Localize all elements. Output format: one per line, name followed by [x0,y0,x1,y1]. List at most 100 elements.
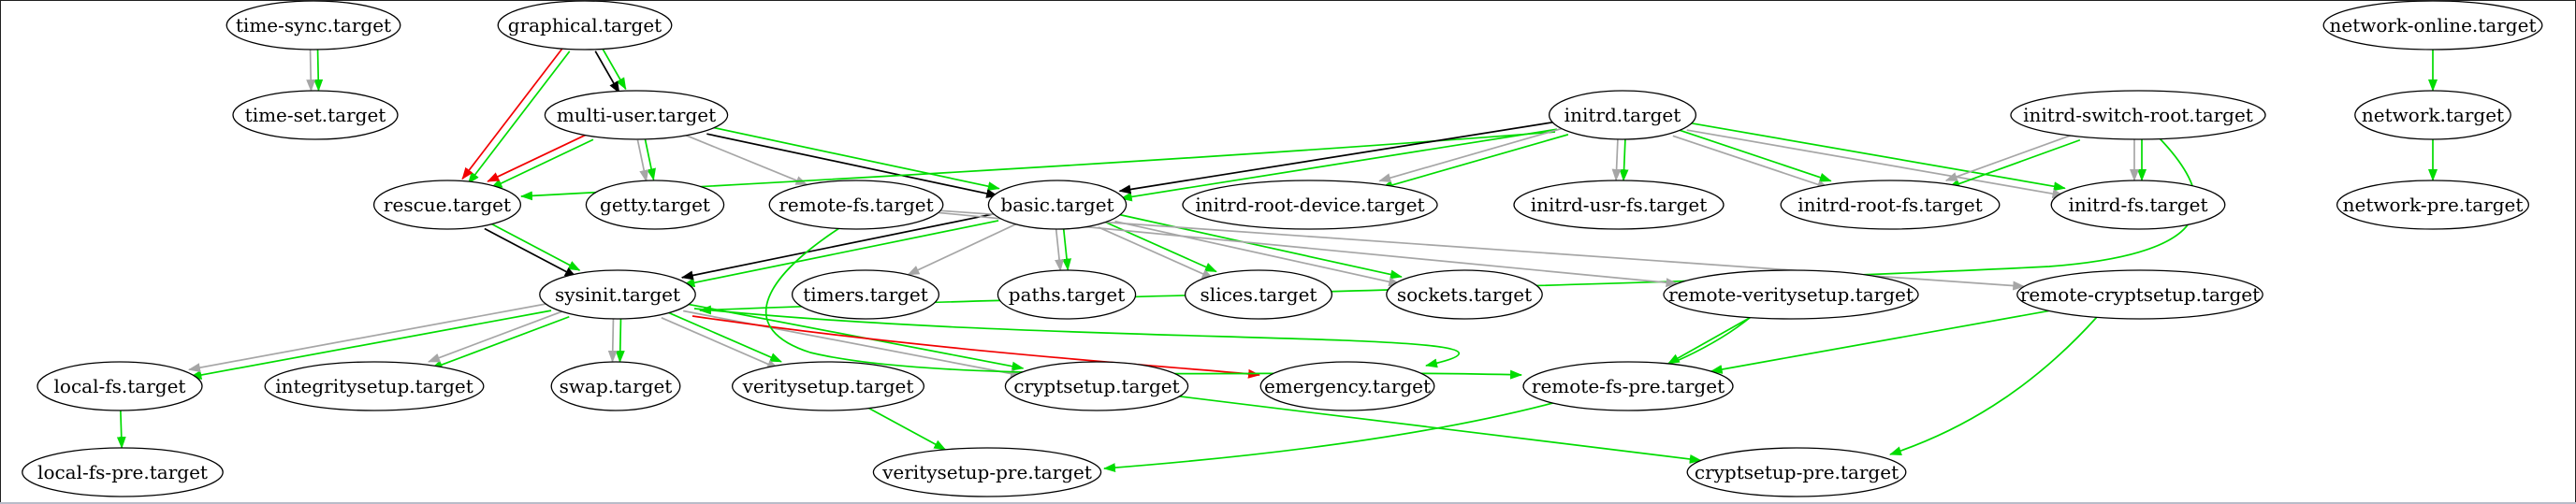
edge-graphical-rescue [467,50,571,185]
edge-basic-slices [1100,219,1217,273]
node-sockets: sockets.target [1386,269,1543,320]
edge-initrd-initrd-fs [1686,129,2065,199]
node-basic: basic.target [987,180,1128,230]
edge-multi-user-remote-fs [685,134,808,186]
node-label: network.target [2362,104,2504,126]
edge-basic-paths [1062,228,1072,271]
node-initrd-switch-root: initrd-switch-root.target [2010,90,2266,140]
node-ellipse [2050,180,2226,230]
node-ellipse [1663,269,1919,320]
node-label: initrd-root-device.target [1195,194,1424,216]
edge-sysinit-veritysetup [661,317,779,369]
node-ellipse [1182,180,1438,230]
node-rescue: rescue.target [372,180,522,230]
node-local-fs: local-fs.target [36,361,203,411]
node-initrd-root-fs: initrd-root-fs.target [1780,180,2001,230]
edge-sysinit-swap [615,319,625,364]
node-label: veritysetup-pre.target [881,461,1092,483]
node-ellipse [1004,361,1189,411]
node-label: initrd-root-fs.target [1797,194,1983,216]
node-ellipse [1386,269,1543,320]
edge-multi-user-getty [636,139,649,182]
node-label: graphical.target [508,14,662,36]
node-initrd-fs: initrd-fs.target [2050,180,2226,230]
node-label: veritysetup.target [742,375,914,397]
node-ellipse [2010,90,2266,140]
edge-initrd-initrd-root-device [1380,134,1569,190]
node-label: multi-user.target [557,104,716,126]
node-network-online: network-online.target [2322,0,2543,50]
edge-initrd-initrd-usr-fs [1611,138,1622,181]
node-ellipse [550,361,681,411]
node-slices: slices.target [1184,269,1333,320]
edge-time-sync-time-set [306,50,316,93]
edge-initrd-basic [1118,121,1556,194]
node-label: time-sync.target [236,14,391,36]
edge-local-fs-local-fs-pre [116,410,126,450]
edge-basic-sockets [1116,213,1403,280]
edge-veritysetup-veritysetup-pre [868,407,947,451]
edge-basic-timers [907,223,1017,276]
edge-sysinit-integritysetup [428,309,567,363]
edge-basic-paths [1055,229,1065,272]
node-label: cryptsetup.target [1013,375,1179,397]
node-ellipse [372,180,522,230]
edge-initrd-initrd-root-fs [1675,127,1832,182]
node-label: initrd-usr-fs.target [1531,194,1708,216]
node-label: network-pre.target [2343,194,2524,216]
edge-initrd-basic [1119,128,1558,202]
node-label: timers.target [803,283,928,306]
edge-remote-veritysetup-veritysetup-pre [1103,316,1752,473]
node-veritysetup-pre: veritysetup-pre.target [872,447,1102,497]
node-label: local-fs-pre.target [37,461,208,483]
node-label: local-fs.target [54,375,186,397]
node-ellipse [872,447,1102,497]
edge-initrd-switch-root-initrd-root-fs [1944,132,2078,181]
edge-sysinit-veritysetup [663,310,782,363]
node-label: time-set.target [245,104,386,126]
node-getty: getty.target [585,180,725,230]
node-label: emergency.target [1264,375,1431,397]
node-veritysetup: veritysetup.target [731,361,925,411]
node-initrd-root-device: initrd-root-device.target [1182,180,1438,230]
node-initrd: initrd.target [1548,90,1697,140]
edge-basic-sockets [1114,220,1402,287]
node-ellipse [232,90,399,140]
node-label: swap.target [560,375,673,397]
node-ellipse [1522,361,1734,411]
node-network: network.target [2354,90,2511,140]
node-swap: swap.target [550,361,681,411]
node-ellipse [544,90,729,140]
edge-time-sync-time-set [313,49,324,92]
edge-multi-user-rescue [487,132,590,182]
edge-initrd-switch-root-initrd-root-fs [1947,138,2081,189]
edge-remote-veritysetup-remote-fs-pre [1666,316,1751,365]
node-label: initrd-fs.target [2068,194,2207,216]
node-ellipse [1184,269,1333,320]
node-ellipse [36,361,203,411]
node-integritysetup: integritysetup.target [264,361,485,411]
node-label: integritysetup.target [275,375,473,397]
edge-basic-slices [1098,226,1215,280]
node-label: basic.target [1000,194,1113,216]
edge-sysinit-cryptsetup [683,310,1023,379]
node-remote-veritysetup: remote-veritysetup.target [1663,269,1919,320]
node-layer: time-sync.target graphical.target network-… [22,0,2543,497]
node-ellipse [2336,180,2530,230]
node-label: initrd.target [1565,104,1681,126]
edge-initrd-initrd-usr-fs [1619,139,1629,182]
node-ellipse [1780,180,2001,230]
edge-initrd-initrd-root-fs [1672,135,1830,190]
node-ellipse [987,180,1128,230]
edge-initrd-initrd-root-device [1378,126,1566,182]
node-ellipse [539,269,696,320]
node-time-sync: time-sync.target [226,0,401,50]
edge-sysinit-integritysetup [429,315,570,370]
edge-multi-user-basic [707,125,1000,192]
node-ellipse [1548,90,1697,140]
edge-sysinit-emergency [691,315,1260,379]
node-label: remote-fs.target [779,194,933,216]
node-label: initrd-switch-root.target [2023,104,2253,126]
node-label: slices.target [1201,283,1317,306]
